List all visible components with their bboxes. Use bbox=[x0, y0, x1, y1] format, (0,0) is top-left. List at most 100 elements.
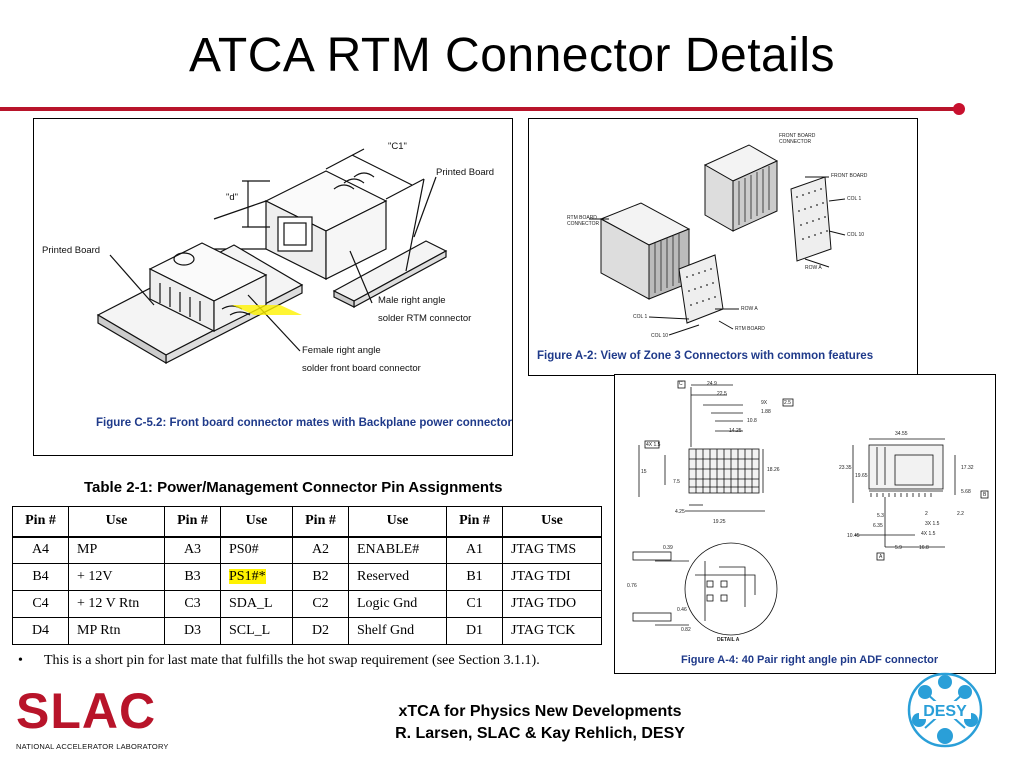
dim-6-35: 6.35 bbox=[873, 523, 883, 529]
table-cell: + 12 V Rtn bbox=[68, 590, 165, 618]
figure-a2-caption: Figure A-2: View of Zone 3 Connectors wi… bbox=[537, 350, 874, 362]
dim-17-32: 17.32 bbox=[961, 465, 974, 471]
dim-14-25: 14.25 bbox=[729, 428, 742, 434]
table-cell: A3 bbox=[164, 536, 221, 564]
dim-34-55: 34.55 bbox=[895, 431, 908, 437]
table-cell: B4 bbox=[12, 563, 69, 591]
label-printed-board-right: Printed Board bbox=[436, 167, 495, 178]
header-pin: Pin # bbox=[292, 506, 349, 538]
slide-title: ATCA RTM Connector Details bbox=[188, 29, 836, 82]
table-cell: C4 bbox=[12, 590, 69, 618]
desy-logo-word: DESY bbox=[923, 703, 967, 720]
table-cell: D2 bbox=[292, 617, 349, 645]
highlight-ps1: PS1#* bbox=[229, 569, 266, 584]
table-cell: JTAG TDO bbox=[502, 590, 602, 618]
label-rtm-board: RTM BOARD bbox=[735, 326, 765, 332]
table-row: C4 + 12 V Rtn C3 SDA_L C2 Logic Gnd C1 J… bbox=[12, 590, 602, 618]
bullet-icon: • bbox=[18, 653, 23, 668]
table-cell: D3 bbox=[164, 617, 221, 645]
label-front-board: FRONT BOARD bbox=[831, 173, 868, 179]
label-rtm-board-connector: RTM BOARD CONNECTOR bbox=[567, 215, 600, 227]
footer-credits: xTCA for Physics New Developments R. Lar… bbox=[330, 701, 750, 745]
label-front-board-connector: FRONT BOARD CONNECTOR bbox=[779, 133, 816, 145]
header-pin: Pin # bbox=[12, 506, 69, 538]
dim-16-8: 16.8 bbox=[919, 545, 929, 551]
header-pin: Pin # bbox=[446, 506, 503, 538]
table-cell: A2 bbox=[292, 536, 349, 564]
dim-3x-1-5: 3X 1.5 bbox=[925, 521, 940, 527]
desy-logo-icon: DESY bbox=[907, 672, 983, 748]
footnote-text: This is a short pin for last mate that f… bbox=[44, 653, 540, 668]
table-cell: SDA_L bbox=[220, 590, 293, 618]
table-cell: MP bbox=[68, 536, 165, 564]
dim-10-8: 10.8 bbox=[747, 418, 757, 424]
dim-4-25: 4.25 bbox=[675, 509, 685, 515]
table-cell: A4 bbox=[12, 536, 69, 564]
table-cell: SCL_L bbox=[220, 617, 293, 645]
label-c1: "C1" bbox=[388, 141, 407, 152]
title-rule bbox=[0, 107, 958, 111]
dim-0-39: 0.39 bbox=[663, 545, 673, 551]
slac-logo-subtitle: NATIONAL ACCELERATOR LABORATORY bbox=[16, 742, 169, 751]
dim-0-76: 0.76 bbox=[627, 583, 637, 589]
dim-18-26: 18.26 bbox=[767, 467, 780, 473]
table-cell: Shelf Gnd bbox=[348, 617, 447, 645]
dim-19-25: 19.25 bbox=[713, 519, 726, 525]
pin-assignment-table: Pin # Use Pin # Use Pin # Use Pin # Use … bbox=[12, 506, 602, 645]
dim-b: B bbox=[983, 492, 987, 498]
dim-2-5: 2.5 bbox=[784, 400, 791, 406]
desy-logo: DESY bbox=[905, 668, 985, 758]
table-row: D4 MP Rtn D3 SCL_L D2 Shelf Gnd D1 JTAG … bbox=[12, 617, 602, 645]
label-female-line2: solder front board connector bbox=[302, 363, 421, 374]
title-rule-dot bbox=[953, 103, 965, 115]
table-row: A4 MP A3 PS0# A2 ENABLE# A1 JTAG TMS bbox=[12, 536, 602, 564]
dim-5-68: 5.68 bbox=[961, 489, 971, 495]
table-cell: ENABLE# bbox=[348, 536, 447, 564]
table-cell-highlighted: PS1#* bbox=[220, 563, 293, 591]
figure-a4-drawing bbox=[632, 380, 989, 636]
label-printed-board-left: Printed Board bbox=[42, 245, 101, 256]
dim-0-46: 0.46 bbox=[677, 607, 687, 613]
dim-a: A bbox=[879, 554, 883, 560]
figure-a2-panel: FRONT BOARD CONNECTOR FRONT BOARD COL 1 … bbox=[528, 118, 918, 376]
slac-logo-word: SLAC bbox=[16, 683, 157, 739]
label-male-line1: Male right angle bbox=[378, 295, 446, 306]
table-cell: A1 bbox=[446, 536, 503, 564]
table-cell: B2 bbox=[292, 563, 349, 591]
footer-line2: R. Larsen, SLAC & Kay Rehlich, DESY bbox=[395, 725, 685, 742]
table-cell: C1 bbox=[446, 590, 503, 618]
header-use: Use bbox=[348, 506, 447, 538]
dim-23-35: 23.35 bbox=[839, 465, 852, 471]
label-rowa-right: ROW A bbox=[805, 265, 822, 271]
figure-c52-caption: Figure C-5.2: Front board connector mate… bbox=[96, 417, 512, 429]
table-cell: PS0# bbox=[220, 536, 293, 564]
dim-15: 15 bbox=[641, 469, 647, 475]
table-cell: Reserved bbox=[348, 563, 447, 591]
header-use: Use bbox=[220, 506, 293, 538]
figure-c52-panel: "C1" "d" Printed Board Printed Board Mal… bbox=[33, 118, 513, 456]
label-d: "d" bbox=[226, 192, 239, 203]
label-col10-right: COL 10 bbox=[847, 232, 865, 238]
table-cell: D4 bbox=[12, 617, 69, 645]
figure-a4-panel: C 24.9 22.5 9X 2.5 1.88 10.8 14.25 4X 1.… bbox=[614, 374, 996, 674]
table-cell: JTAG TDI bbox=[502, 563, 602, 591]
dim-5-3: 5.3 bbox=[877, 513, 884, 519]
dim-5-9: 5.9 bbox=[895, 545, 902, 551]
label-col1-right: COL 1 bbox=[847, 196, 862, 202]
dim-2-2: 2.2 bbox=[957, 511, 964, 517]
dim-0-82: 0.82 bbox=[681, 627, 691, 633]
dim-7-5: 7.5 bbox=[673, 479, 680, 485]
slac-logo: SLAC NATIONAL ACCELERATOR LABORATORY bbox=[16, 683, 194, 753]
header-pin: Pin # bbox=[164, 506, 221, 538]
table-cell: JTAG TCK bbox=[502, 617, 602, 645]
dim-24-9: 24.9 bbox=[707, 381, 717, 387]
table-title: Table 2-1: Power/Management Connector Pi… bbox=[84, 479, 503, 496]
dim-9x: 9X bbox=[761, 400, 768, 406]
table-cell: D1 bbox=[446, 617, 503, 645]
detail-a-label: DETAIL A bbox=[717, 637, 740, 643]
label-female-line1: Female right angle bbox=[302, 345, 381, 356]
table-cell: C3 bbox=[164, 590, 221, 618]
dim-22-5: 22.5 bbox=[717, 391, 727, 397]
label-male-line2: solder RTM connector bbox=[378, 313, 472, 324]
label-rowa-bottom: ROW A bbox=[741, 306, 758, 312]
